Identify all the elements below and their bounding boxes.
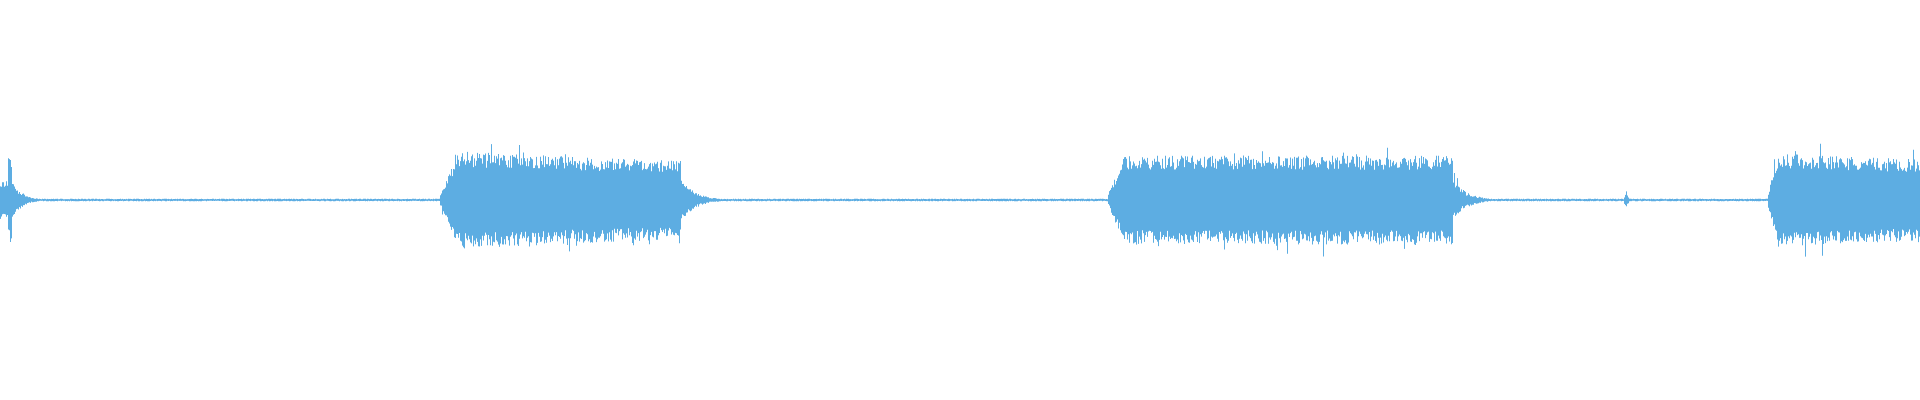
waveform-path <box>0 143 1920 257</box>
